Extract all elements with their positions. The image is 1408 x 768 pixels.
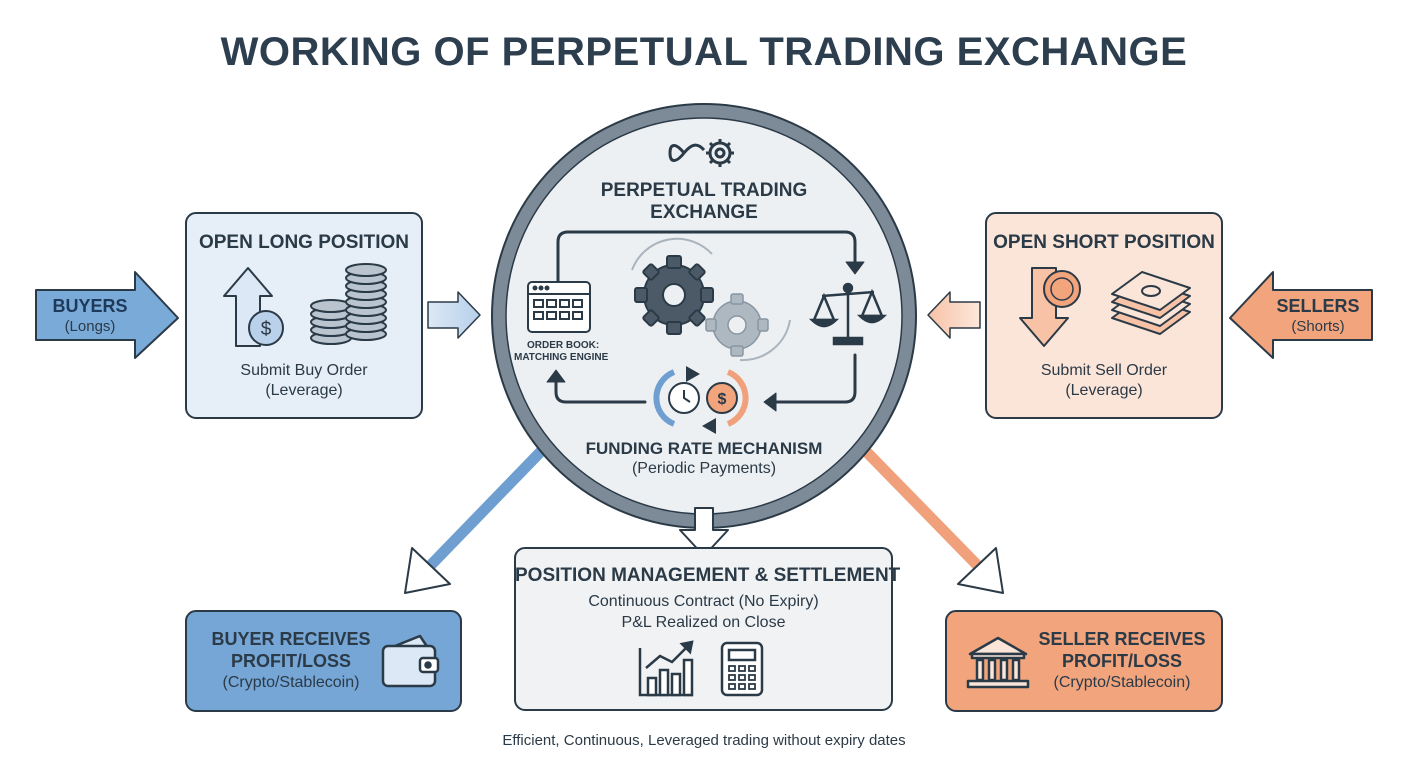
open-long-line2: (Leverage) [265, 382, 343, 399]
buyer-result-line2: PROFIT/LOSS [230, 651, 351, 671]
buyers-arrow [35, 271, 179, 359]
page-title: WORKING OF PERPETUAL TRADING EXCHANGE [220, 30, 1188, 74]
seller-result-line3: (Crypto/Stablecoin) [1053, 674, 1191, 691]
up-arrow-dollar-icon: $ [223, 267, 284, 347]
buyer-result-line1: BUYER RECEIVES [211, 629, 371, 649]
sellers-label: SELLERS [1276, 296, 1360, 316]
exchange-title-line1: PERPETUAL TRADING [600, 180, 808, 201]
footer-caption: Efficient, Continuous, Leveraged trading… [502, 732, 906, 749]
coin-stack-icon [310, 263, 387, 345]
long-to-exchange-arrow [427, 291, 481, 339]
sellers-sublabel: (Shorts) [1291, 318, 1345, 335]
cash-stack-icon [1111, 271, 1191, 335]
seller-result-line1: SELLER RECEIVES [1038, 629, 1206, 649]
order-book-label-line2: MATCHING ENGINE [514, 352, 609, 363]
open-short-title: OPEN SHORT POSITION [993, 232, 1215, 253]
settlement-title: POSITION MANAGEMENT & SETTLEMENT [515, 565, 901, 586]
wallet-icon [381, 634, 440, 688]
sellers-arrow [1229, 271, 1373, 359]
buyers-label: BUYERS [52, 296, 128, 316]
exchange-flow-loop [546, 230, 865, 412]
seller-result-line2: PROFIT/LOSS [1061, 651, 1182, 671]
calendar-grid-icon [527, 281, 591, 333]
svg-text:$: $ [261, 319, 272, 340]
open-short-line1: Submit Sell Order [1040, 362, 1168, 379]
funding-cycle-icon: $ [653, 366, 749, 434]
order-book-label-line1: ORDER BOOK: [527, 340, 600, 351]
buyer-result-line3: (Crypto/Stablecoin) [222, 674, 360, 691]
short-to-exchange-arrow [927, 291, 981, 339]
scale-icon [808, 282, 888, 346]
open-short-box [985, 212, 1223, 419]
svg-text:$: $ [718, 391, 727, 408]
exchange-title-line2: EXCHANGE [650, 202, 758, 223]
funding-rate-subtitle: (Periodic Payments) [631, 460, 777, 477]
exchange-to-seller-arrow [851, 436, 1004, 594]
settlement-line1: Continuous Contract (No Expiry) [588, 593, 819, 610]
funding-rate-title: FUNDING RATE MECHANISM [585, 439, 823, 458]
chart-icon [638, 640, 694, 697]
buyers-sublabel: (Longs) [64, 318, 116, 335]
calculator-icon [720, 641, 764, 697]
settlement-box [514, 547, 893, 711]
bank-icon [966, 636, 1030, 689]
exchange-to-settlement-arrow [679, 507, 729, 557]
open-short-line2: (Leverage) [1065, 382, 1143, 399]
open-long-line1: Submit Buy Order [240, 362, 368, 379]
settlement-line2: P&L Realized on Close [621, 614, 786, 631]
open-long-title: OPEN LONG POSITION [198, 232, 410, 253]
gears-icon [631, 237, 791, 362]
exchange-to-buyer-arrow [404, 436, 556, 594]
down-arrow-coin-icon [1019, 267, 1081, 347]
infinity-gear-icon [668, 139, 734, 167]
